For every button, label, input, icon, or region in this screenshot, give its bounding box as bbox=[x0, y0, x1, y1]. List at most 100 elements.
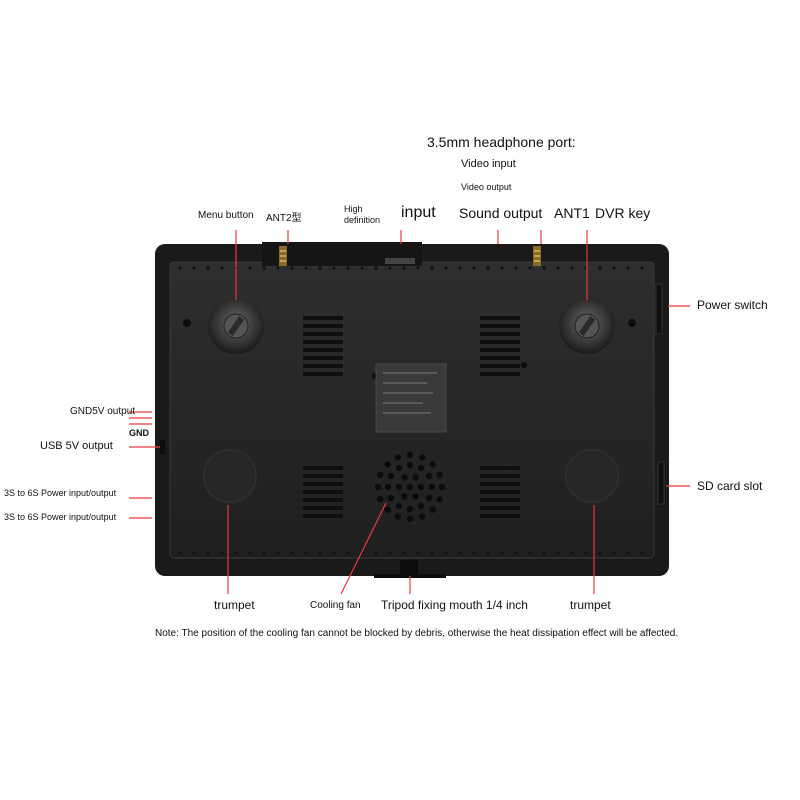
fan-hole bbox=[417, 464, 425, 472]
fan-hole bbox=[387, 494, 395, 502]
note-text: Note: The position of the cooling fan ca… bbox=[155, 628, 679, 639]
ant2-antenna-icon bbox=[279, 246, 287, 266]
fan-hole bbox=[428, 483, 436, 491]
edge-dot bbox=[612, 551, 616, 555]
vent-grille-icon bbox=[480, 466, 520, 518]
trumpet-right-label: trumpet bbox=[570, 598, 611, 612]
edge-dot bbox=[570, 551, 574, 555]
edge-dot bbox=[486, 551, 490, 555]
edge-dot bbox=[598, 551, 602, 555]
usb-port bbox=[160, 440, 165, 454]
edge-dot bbox=[248, 266, 252, 270]
edge-dot bbox=[192, 266, 196, 270]
power-io-label-1: 3S to 6S Power input/output bbox=[4, 488, 117, 498]
edge-dot bbox=[416, 551, 420, 555]
fan-hole bbox=[412, 493, 419, 500]
edge-dot bbox=[570, 266, 574, 270]
edge-dot bbox=[556, 551, 560, 555]
edge-dot bbox=[514, 551, 518, 555]
fan-hole bbox=[429, 461, 436, 468]
fan-hole bbox=[401, 493, 408, 500]
edge-dot bbox=[290, 266, 294, 270]
sound-output-label: Sound output bbox=[459, 205, 543, 221]
edge-dot bbox=[458, 551, 462, 555]
edge-dot bbox=[528, 551, 532, 555]
fan-hole bbox=[406, 505, 414, 513]
edge-dot bbox=[388, 551, 392, 555]
power-switch-port bbox=[655, 283, 663, 335]
edge-dot bbox=[192, 551, 196, 555]
edge-dot bbox=[248, 551, 252, 555]
product-label-sticker bbox=[375, 363, 447, 433]
edge-dot bbox=[640, 266, 644, 270]
screw-icon bbox=[628, 319, 636, 327]
edge-dot bbox=[612, 266, 616, 270]
edge-dot bbox=[276, 266, 280, 270]
menu-button-knob-icon bbox=[208, 298, 264, 354]
fan-hole bbox=[425, 472, 433, 480]
gnd-label: GND bbox=[129, 428, 149, 438]
screw-icon bbox=[521, 362, 527, 368]
fan-hole bbox=[438, 483, 446, 491]
edge-dot bbox=[542, 551, 546, 555]
video-output-label: Video output bbox=[461, 182, 512, 192]
trumpet-left-label: trumpet bbox=[214, 598, 255, 612]
edge-dot bbox=[220, 551, 224, 555]
menu-button-label: Menu button bbox=[198, 210, 254, 221]
edge-dot bbox=[584, 551, 588, 555]
tripod-mount bbox=[400, 560, 418, 576]
edge-dot bbox=[528, 266, 532, 270]
power-switch-label: Power switch bbox=[697, 298, 768, 312]
cooling-fan-vent-icon bbox=[374, 451, 446, 523]
fan-hole bbox=[417, 483, 425, 491]
edge-dot bbox=[430, 266, 434, 270]
ant2-label: ANT2型 bbox=[266, 213, 302, 224]
vent-grille-icon bbox=[480, 316, 520, 376]
video-input-label: Video input bbox=[461, 158, 516, 170]
fan-hole bbox=[395, 483, 403, 491]
power-io-label-2: 3S to 6S Power input/output bbox=[4, 512, 117, 522]
edge-dot bbox=[374, 266, 378, 270]
vent-grille-icon bbox=[303, 466, 343, 518]
edge-dot bbox=[220, 266, 224, 270]
edge-dot bbox=[472, 266, 476, 270]
edge-dot bbox=[234, 551, 238, 555]
fan-hole bbox=[417, 502, 425, 510]
edge-dot bbox=[626, 266, 630, 270]
edge-dot bbox=[444, 266, 448, 270]
edge-dot bbox=[542, 266, 546, 270]
headphone-port-label: 3.5mm headphone port: bbox=[427, 134, 576, 150]
high-definition-label-line1: High bbox=[344, 204, 363, 214]
fan-hole bbox=[406, 483, 414, 491]
edge-dot bbox=[486, 266, 490, 270]
fan-hole bbox=[394, 513, 401, 520]
left-speaker-icon bbox=[202, 448, 258, 504]
fan-hole bbox=[377, 496, 384, 503]
edge-dot bbox=[514, 266, 518, 270]
edge-dot bbox=[360, 266, 364, 270]
fan-hole bbox=[406, 461, 414, 469]
right-speaker-icon bbox=[564, 448, 620, 504]
fan-hole bbox=[419, 513, 426, 520]
edge-dot bbox=[402, 266, 406, 270]
edge-dot bbox=[388, 266, 392, 270]
edge-dot bbox=[332, 266, 336, 270]
edge-dot bbox=[318, 266, 322, 270]
edge-dot bbox=[276, 551, 280, 555]
fan-hole bbox=[406, 515, 414, 523]
edge-dot bbox=[458, 266, 462, 270]
fan-hole bbox=[374, 483, 382, 491]
input-port bbox=[385, 258, 415, 264]
tripod-mount-label: Tripod fixing mouth 1/4 inch bbox=[381, 598, 528, 612]
edge-dot bbox=[500, 551, 504, 555]
edge-dot bbox=[374, 551, 378, 555]
edge-dot bbox=[416, 266, 420, 270]
input-label: input bbox=[401, 204, 436, 221]
edge-dots-icon bbox=[178, 266, 644, 555]
edge-dot bbox=[206, 266, 210, 270]
edge-dot bbox=[304, 266, 308, 270]
fan-hole bbox=[387, 472, 395, 480]
sticker-text-lines-icon bbox=[383, 372, 437, 414]
fan-hole bbox=[384, 461, 391, 468]
